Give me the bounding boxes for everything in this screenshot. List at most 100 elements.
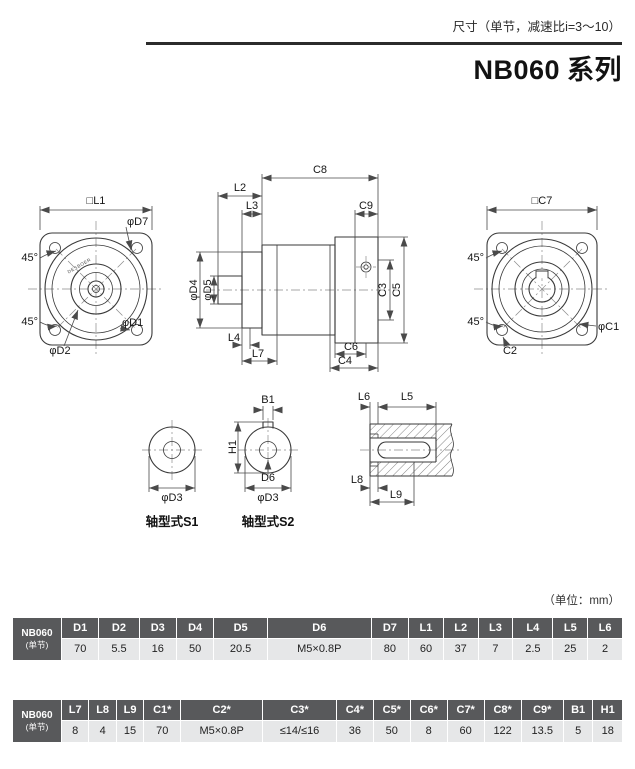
- value-cell: 8: [60, 720, 90, 743]
- column-header: L1: [408, 616, 444, 640]
- column-header: D7: [370, 616, 410, 640]
- dim-label-l3: L3: [246, 200, 258, 212]
- column-header: B1: [562, 698, 594, 722]
- dim-label-l9: L9: [390, 489, 402, 501]
- value-cell: 60: [446, 720, 485, 743]
- dim-label-c8: C8: [313, 164, 327, 176]
- value-cell: ≤14/≤16: [262, 720, 337, 743]
- dim-label-c6: C6: [344, 341, 358, 353]
- column-header: L5: [552, 616, 589, 640]
- value-cell: 37: [442, 638, 479, 661]
- series-model: NB060: [473, 55, 560, 85]
- value-cell: 16: [138, 638, 177, 661]
- dim-label-h1: H1: [227, 440, 239, 454]
- dim-label-c4: C4: [338, 355, 352, 367]
- dim-label-l5: L5: [401, 391, 413, 403]
- dim-label-d7: φD7: [127, 216, 148, 228]
- value-cell: 4: [88, 720, 117, 743]
- value-cell: 5.5: [98, 638, 140, 661]
- value-cell: 2: [587, 638, 623, 661]
- column-header: D6: [266, 616, 372, 640]
- caption-shaft-s1: 轴型式S1: [146, 514, 199, 529]
- dim-label-c2: C2: [503, 345, 517, 357]
- technical-drawing: DESBOER □L1 φD7 45° 45° φD1 φD2 C8: [0, 130, 635, 550]
- dim-label-l7: L7: [252, 348, 264, 360]
- front-view-right: □C7 45° 45° C2 φC1: [467, 195, 619, 357]
- dim-label-c5: C5: [391, 283, 403, 297]
- column-header: C9*: [520, 698, 564, 722]
- value-cell: M5×0.8P: [180, 720, 264, 743]
- column-header: L9: [115, 698, 145, 722]
- column-header: D5: [213, 616, 268, 640]
- column-header: C2*: [180, 698, 264, 722]
- column-header: L4: [512, 616, 554, 640]
- column-header: C5*: [372, 698, 411, 722]
- dim-label-d3-s2: φD3: [257, 492, 278, 504]
- dim-label-c7: □C7: [532, 195, 553, 207]
- value-cell: 25: [552, 638, 589, 661]
- value-cell: 60: [408, 638, 444, 661]
- column-header: C3*: [262, 698, 337, 722]
- column-header: H1: [592, 698, 623, 722]
- dim-label-b1: B1: [261, 394, 274, 406]
- column-header: D4: [175, 616, 215, 640]
- value-cell: 50: [372, 720, 411, 743]
- value-cell: 70: [60, 638, 100, 661]
- value-cell: 122: [483, 720, 522, 743]
- dim-label-angle-bottom-right: 45°: [467, 316, 484, 328]
- dim-label-d5: φD5: [202, 279, 214, 300]
- table-model-cell: NB060(单节): [12, 617, 62, 661]
- dim-label-l6: L6: [358, 391, 370, 403]
- shaft-section-s1: φD3 轴型式S1: [142, 420, 202, 529]
- column-header: L7: [60, 698, 90, 722]
- column-header: C6*: [409, 698, 448, 722]
- column-header: D1: [60, 616, 100, 640]
- dim-label-c1: φC1: [598, 321, 619, 333]
- value-cell: 36: [335, 720, 374, 743]
- column-header: D3: [138, 616, 177, 640]
- value-cell: 20.5: [213, 638, 268, 661]
- value-cell: 70: [143, 720, 182, 743]
- column-header: C8*: [483, 698, 522, 722]
- dim-label-l4: L4: [228, 332, 240, 344]
- dim-label-d2: φD2: [49, 345, 70, 357]
- title-rule: [146, 42, 622, 45]
- dim-label-d6: D6: [261, 472, 275, 484]
- unit-note: （单位：mm）: [543, 595, 620, 607]
- column-header: D2: [98, 616, 140, 640]
- table-model-cell: NB060(单节): [12, 699, 62, 743]
- column-header: L6: [587, 616, 623, 640]
- series-label: 系列: [567, 55, 622, 85]
- shaft-section-s2: B1 H1 D6 φD3 轴型式S2: [227, 394, 298, 529]
- column-header: C1*: [143, 698, 182, 722]
- value-cell: 80: [370, 638, 410, 661]
- size-note: 尺寸（单节，减速比i=3～10）: [452, 20, 621, 34]
- value-cell: 2.5: [512, 638, 554, 661]
- dim-label-l2: L2: [234, 182, 246, 194]
- value-cell: M5×0.8P: [266, 638, 372, 661]
- value-cell: 7: [477, 638, 514, 661]
- caption-shaft-s2: 轴型式S2: [242, 514, 295, 529]
- output-end-section: L6 L5 L8 L9: [351, 391, 462, 506]
- dim-label-l1: □L1: [87, 195, 106, 207]
- value-cell: 13.5: [520, 720, 564, 743]
- dim-label-angle-bottom: 45°: [21, 316, 38, 328]
- dim-label-d1: φD1: [122, 317, 143, 329]
- side-view: C8 L2 L3 C9 φD4 φD5 L4 L7 C6 C4: [188, 164, 408, 372]
- value-cell: 15: [115, 720, 145, 743]
- dim-label-c3: C3: [377, 283, 389, 297]
- column-header: L8: [88, 698, 117, 722]
- value-cell: 18: [592, 720, 623, 743]
- dim-label-d4: φD4: [188, 279, 200, 300]
- dim-label-c9: C9: [359, 200, 373, 212]
- column-header: C4*: [335, 698, 374, 722]
- dim-label-l8: L8: [351, 474, 363, 486]
- value-cell: 8: [409, 720, 448, 743]
- dim-label-d3-s1: φD3: [161, 492, 182, 504]
- dim-label-angle-top-right: 45°: [467, 252, 484, 264]
- column-header: L3: [477, 616, 514, 640]
- column-header: C7*: [446, 698, 485, 722]
